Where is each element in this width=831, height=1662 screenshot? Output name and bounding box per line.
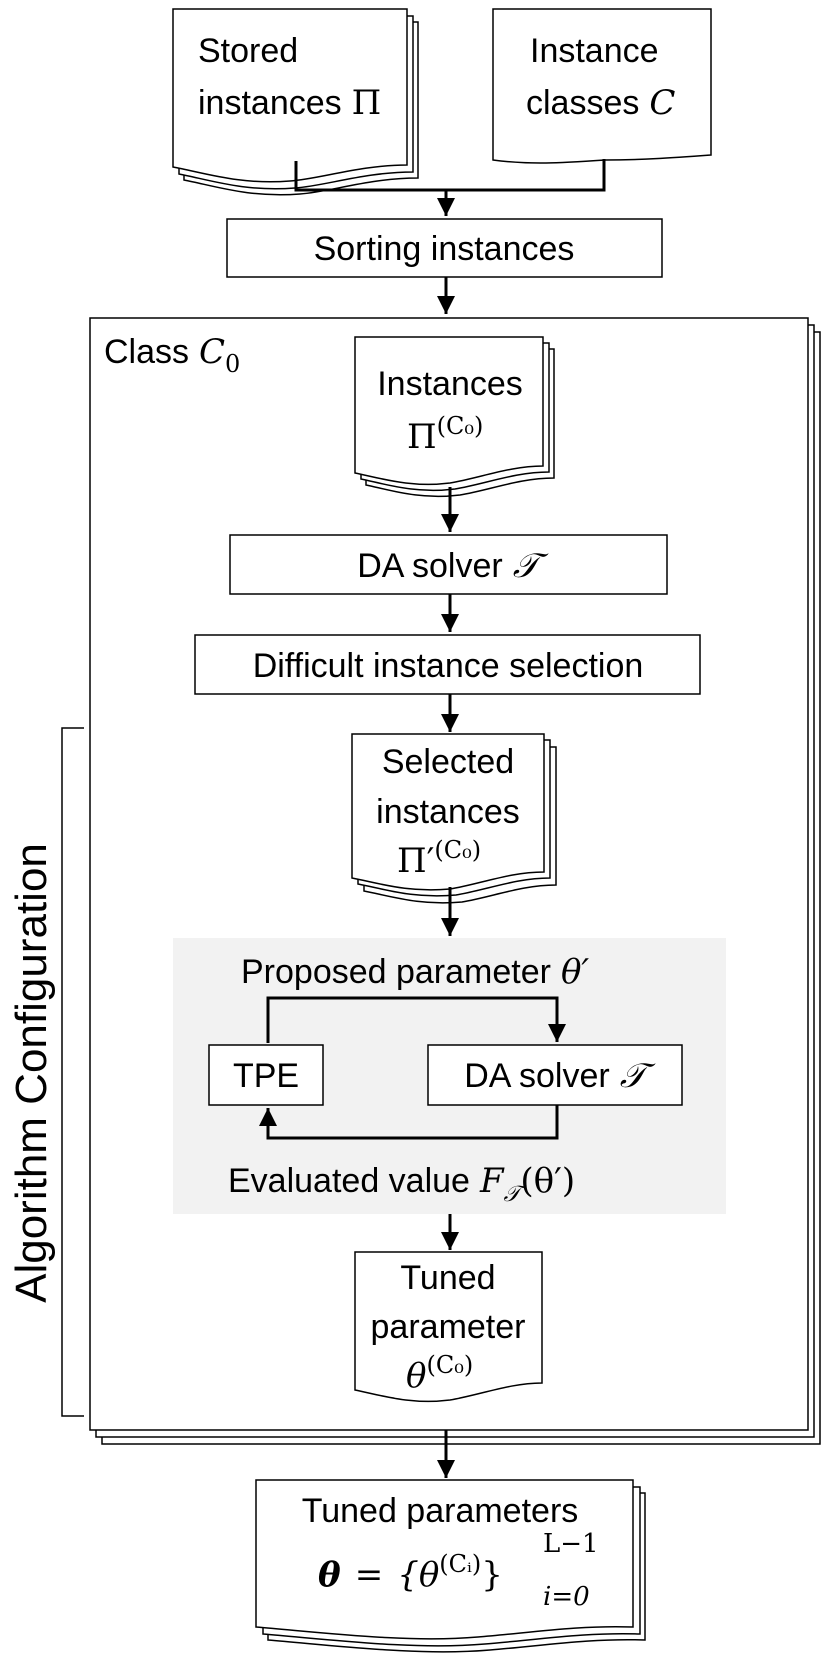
svg-text:θ(C₀): θ(C₀) [406,1351,473,1396]
proposed-symbol: θ′ [561,952,589,992]
tuned-line2: parameter [371,1308,526,1346]
stored-instances-symbol: Π [352,83,382,123]
svg-text:θ={θ(Cᵢ)}: θ = {θ(Cᵢ)} [318,1550,503,1595]
tuned-params-superscript: (Cᵢ) [439,1550,481,1578]
class-symbol: C [199,332,225,372]
evaluated-label: Evaluated value [228,1162,470,1200]
selected-instances-base: Π′ [397,841,434,881]
tuned-params-upper: L−1 [543,1529,599,1559]
selected-instances-line1: Selected [382,743,514,781]
instance-classes-symbol: C [649,83,675,123]
sorting-instances-label: Sorting instances [314,230,575,268]
instances-base: Π [407,417,437,457]
instance-classes-line2: classes [526,84,639,122]
tuned-parameters-doc: Tuned parameters θ = {θ(Cᵢ)} L−1 i=0 [255,1479,646,1653]
tuned-params-bold-theta: θ [318,1555,341,1595]
difficult-selection-box: Difficult instance selection [194,634,701,695]
loop-top-arrow [266,996,566,1043]
algorithm-configuration-bracket: Algorithm Configuration [7,727,84,1417]
instance-classes-line1: Instance [530,32,659,70]
stored-instances-doc: Stored instances Π [172,8,419,196]
svg-text:Π(C₀): Π(C₀) [407,412,483,457]
instances-superscript: (C₀) [437,412,484,440]
tpe-box [208,1044,324,1106]
tuned-line1: Tuned [400,1259,495,1297]
tuned-params-line1: Tuned parameters [302,1492,579,1530]
tuned-params-lower: i=0 [543,1582,590,1612]
selected-instances-doc: Selected instances Π′(C₀) [351,733,557,904]
selected-instances-line2: instances [376,793,520,831]
proposed-label: Proposed parameter [241,953,551,991]
tuned-superscript: (C₀) [426,1351,473,1379]
svg-text:Π′(C₀): Π′(C₀) [397,836,481,881]
algorithm-configuration-label: Algorithm Configuration [7,843,56,1303]
sorting-instances-box: Sorting instances [226,218,663,278]
difficult-selection-label: Difficult instance selection [253,647,644,685]
tuned-parameter-doc: Tuned parameter θ(C₀) [354,1251,543,1403]
da-solver-2-label: DA solver [464,1057,610,1095]
instance-classes-doc: Instance classes C [492,8,712,164]
instances-doc: Instances Π(C₀) [354,336,555,498]
class-subscript: 0 [225,350,240,378]
stored-instances-line2: instances [198,84,342,122]
tuned-base: θ [406,1356,426,1396]
instances-line1: Instances [377,365,523,403]
evaluated-arg: (θ′) [520,1161,575,1201]
merge-connector [294,159,606,216]
da-solver-1-label: DA solver [357,547,503,585]
loop-bottom-arrow [259,1105,559,1140]
tpe-label: TPE [233,1057,299,1095]
tuned-params-close: } [481,1555,503,1595]
tuned-params-eq: = [355,1555,384,1595]
selected-instances-superscript: (C₀) [434,836,481,864]
class-label: Class [104,333,189,371]
tuned-params-set: {θ [397,1555,439,1595]
stored-instances-line1: Stored [198,32,298,70]
evaluated-symbol: F [479,1161,505,1201]
da-solver-box-2 [427,1044,683,1106]
